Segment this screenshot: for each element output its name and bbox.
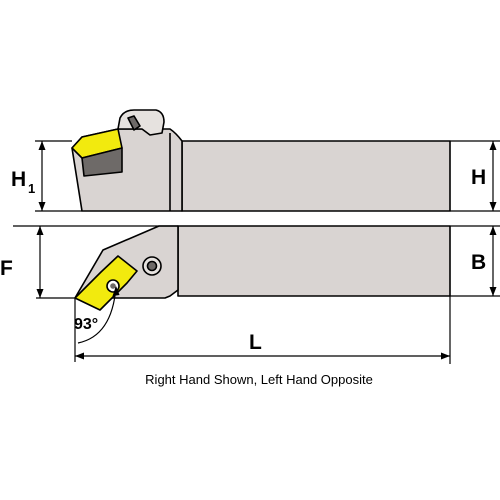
label-angle: 93° [74, 316, 98, 333]
insert-seat-side [81, 147, 123, 177]
clamp-screw-side [127, 115, 141, 131]
label-l: L [249, 331, 262, 354]
shank-side [181, 140, 451, 212]
shank-top [177, 225, 451, 297]
side-view [71, 109, 451, 212]
caption: Right Hand Shown, Left Hand Opposite [145, 372, 373, 387]
label-h1: H [11, 168, 26, 191]
dim-angle [74, 286, 120, 362]
dim-f [13, 225, 178, 299]
label-b: B [471, 251, 486, 274]
label-h1-subscript: 1 [28, 181, 35, 196]
dim-h [450, 140, 500, 212]
top-view [74, 225, 451, 311]
insert-top [74, 255, 138, 311]
insert-hole-center [110, 283, 116, 289]
clamp-screw-inner [146, 260, 158, 272]
label-f: F [0, 257, 13, 280]
dim-l [75, 296, 451, 364]
dim-b [450, 225, 500, 297]
label-h: H [471, 166, 486, 189]
dim-h1 [35, 140, 82, 212]
clamp-side [117, 109, 165, 136]
